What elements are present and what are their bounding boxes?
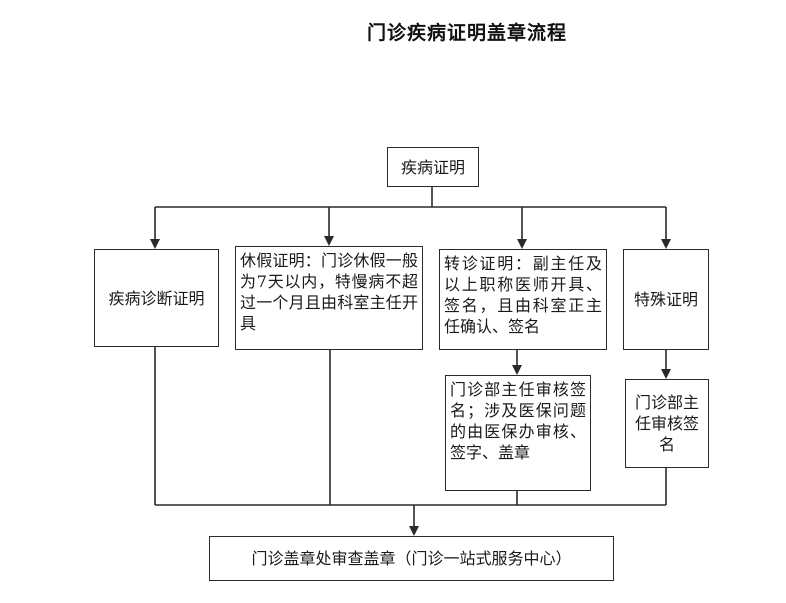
node-sick-leave: 休假证明：门诊休假一般为7天以内，特慢病不超过一个月且由科室主任开具	[235, 246, 423, 350]
page-title: 门诊疾病证明盖章流程	[366, 22, 567, 44]
node-referral-review: 门诊部主任审核签名；涉及医保问题的由医保办审核、签字、盖章	[445, 375, 591, 491]
node-final-label: 门诊盖章处审查盖章（门诊一站式服务中心）	[251, 549, 572, 568]
node-referral-label: 转诊证明：副主任及以上职称医师开具、签名，且由科室正主任确认、签名	[444, 254, 602, 336]
node-special-label: 特殊证明	[633, 290, 698, 309]
node-referral: 转诊证明：副主任及以上职称医师开具、签名，且由科室正主任确认、签名	[439, 249, 607, 350]
node-referral-review-label: 门诊部主任审核签名；涉及医保问题的由医保办审核、签字、盖章	[450, 380, 586, 462]
node-special-review-label: 门诊部主任审核签名	[634, 393, 699, 454]
node-root-label: 疾病证明	[400, 157, 465, 177]
node-special-review: 门诊部主任审核签名	[625, 379, 709, 468]
node-diagnosis: 疾病诊断证明	[94, 249, 219, 347]
node-final: 门诊盖章处审查盖章（门诊一站式服务中心）	[209, 536, 614, 581]
node-diagnosis-label: 疾病诊断证明	[108, 288, 205, 308]
node-root: 疾病证明	[387, 147, 479, 187]
node-special: 特殊证明	[623, 249, 709, 350]
node-sick-leave-label: 休假证明：门诊休假一般为7天以内，特慢病不超过一个月且由科室主任开具	[240, 251, 418, 333]
